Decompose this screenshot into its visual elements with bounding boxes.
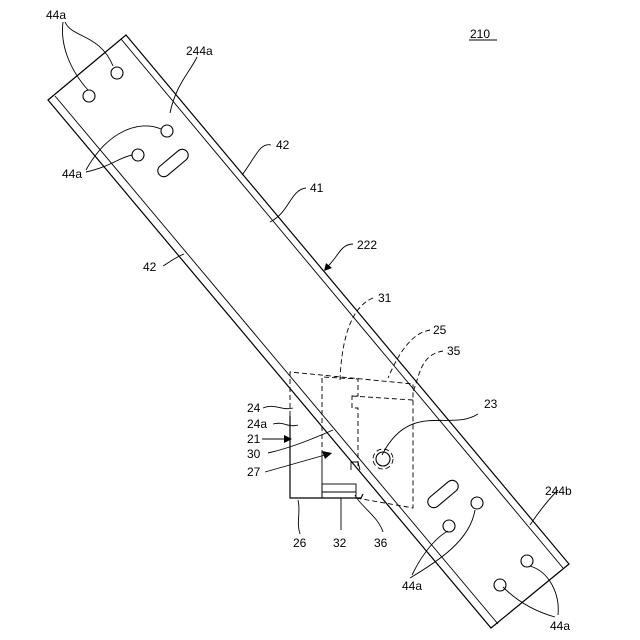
figure-number: 210 <box>470 27 490 41</box>
label-21: 21 <box>247 432 261 446</box>
hole-44a-5 <box>471 497 483 509</box>
leader-30 <box>268 430 333 453</box>
clip-tab-35 <box>352 396 413 400</box>
label-23: 23 <box>484 397 498 411</box>
label-35: 35 <box>447 344 461 358</box>
hole-44a-4 <box>161 125 173 137</box>
hole-44a-1 <box>83 90 95 102</box>
reference-numerals: 210 44a 244a 44a 42 41 42 222 31 25 35 2… <box>46 8 572 633</box>
leader-24 <box>263 406 293 408</box>
label-222: 222 <box>357 238 377 252</box>
leader-42-left <box>163 254 184 266</box>
leader-lines <box>62 22 558 617</box>
arrow-222 <box>324 263 332 271</box>
leader-44a-br2-b <box>530 566 558 615</box>
leader-26 <box>298 500 300 534</box>
leader-24a <box>273 423 298 426</box>
label-36: 36 <box>374 536 388 550</box>
leader-244a <box>170 57 197 113</box>
leader-27 <box>265 455 325 472</box>
leader-44a-br1-b <box>412 531 448 575</box>
leader-25 <box>388 330 430 378</box>
hole-23 <box>376 452 390 466</box>
leader-44a-l-b <box>86 126 161 170</box>
clip-bottom-plate <box>322 484 356 498</box>
label-244b: 244b <box>545 484 572 498</box>
leader-41 <box>270 188 306 222</box>
label-31: 31 <box>378 291 392 305</box>
label-44a-top-left: 44a <box>46 8 66 22</box>
label-27: 27 <box>247 465 261 479</box>
mounting-holes <box>83 67 533 591</box>
label-41: 41 <box>310 181 324 195</box>
hole-44a-8 <box>494 579 506 591</box>
label-32: 32 <box>333 536 347 550</box>
slot-lower <box>425 478 460 510</box>
leader-44a-tl-b <box>65 22 113 66</box>
label-42-top: 42 <box>276 138 290 152</box>
slot-upper <box>155 147 190 179</box>
label-25: 25 <box>433 323 447 337</box>
label-44a-bottom-right-1: 44a <box>402 579 422 593</box>
leader-44a-l-a <box>86 155 132 172</box>
hole-44a-6 <box>443 520 455 532</box>
arrow-27 <box>322 451 332 459</box>
label-44a-left: 44a <box>62 167 82 181</box>
bracket-plate <box>48 35 569 628</box>
label-24a: 24a <box>247 417 267 431</box>
label-42-left: 42 <box>143 260 157 274</box>
leader-42-top <box>242 145 271 175</box>
leader-35 <box>413 351 443 392</box>
arrow-21 <box>284 435 292 443</box>
label-44a-bottom-right-2: 44a <box>550 619 570 633</box>
hole-44a-2 <box>111 67 123 79</box>
hole-44a-7 <box>521 555 533 567</box>
label-30: 30 <box>247 447 261 461</box>
label-244a: 244a <box>186 44 213 58</box>
label-24: 24 <box>247 401 261 415</box>
label-26: 26 <box>293 536 307 550</box>
flange-edge-top <box>121 39 563 568</box>
leader-222 <box>326 244 353 268</box>
hole-44a-3 <box>132 149 144 161</box>
